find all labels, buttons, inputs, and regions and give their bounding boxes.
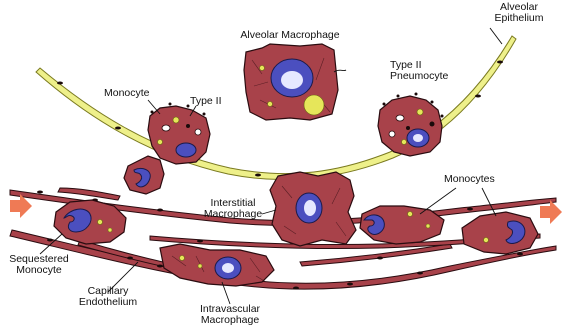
sequestered-monocyte-cell [54, 200, 126, 244]
label-type-ii-pneumocyte: Type II Pneumocyte [390, 60, 448, 82]
label-sequestered-monocyte-line2: Monocyte [4, 265, 74, 276]
monocyte-cell-right-2 [462, 212, 538, 254]
monocyte-cell [124, 156, 164, 194]
label-type-ii-left: Type II [190, 96, 222, 107]
label-interstitial-macrophage-line2: Macrophage [198, 209, 268, 220]
label-monocytes: Monocytes [444, 174, 495, 185]
type-ii-cell-left [148, 103, 210, 165]
label-type-ii-pneumocyte-line2: Pneumocyte [390, 71, 448, 82]
label-alveolar-epithelium-line2: Epithelium [484, 13, 554, 24]
label-interstitial-macrophage: Interstitial Macrophage [198, 198, 268, 220]
intravascular-macrophage-cell [160, 244, 274, 286]
label-sequestered-monocyte: Sequestered Monocyte [4, 254, 74, 276]
label-intravascular-macrophage: Intravascular Macrophage [192, 304, 268, 326]
label-capillary-endothelium: Capillary Endothelium [72, 286, 144, 308]
interstitial-macrophage-cell [270, 172, 356, 246]
label-monocyte: Monocyte [104, 88, 150, 99]
monocyte-cell-right-1 [360, 206, 444, 244]
type-ii-pneumocyte-cell [378, 93, 444, 157]
label-alveolar-macrophage: Alveolar Macrophage [230, 30, 350, 41]
label-alveolar-epithelium: Alveolar Epithelium [484, 2, 554, 24]
label-intravascular-macrophage-line2: Macrophage [192, 315, 268, 326]
alveolar-macrophage-cell [244, 44, 346, 120]
label-capillary-endothelium-line2: Endothelium [72, 297, 144, 308]
